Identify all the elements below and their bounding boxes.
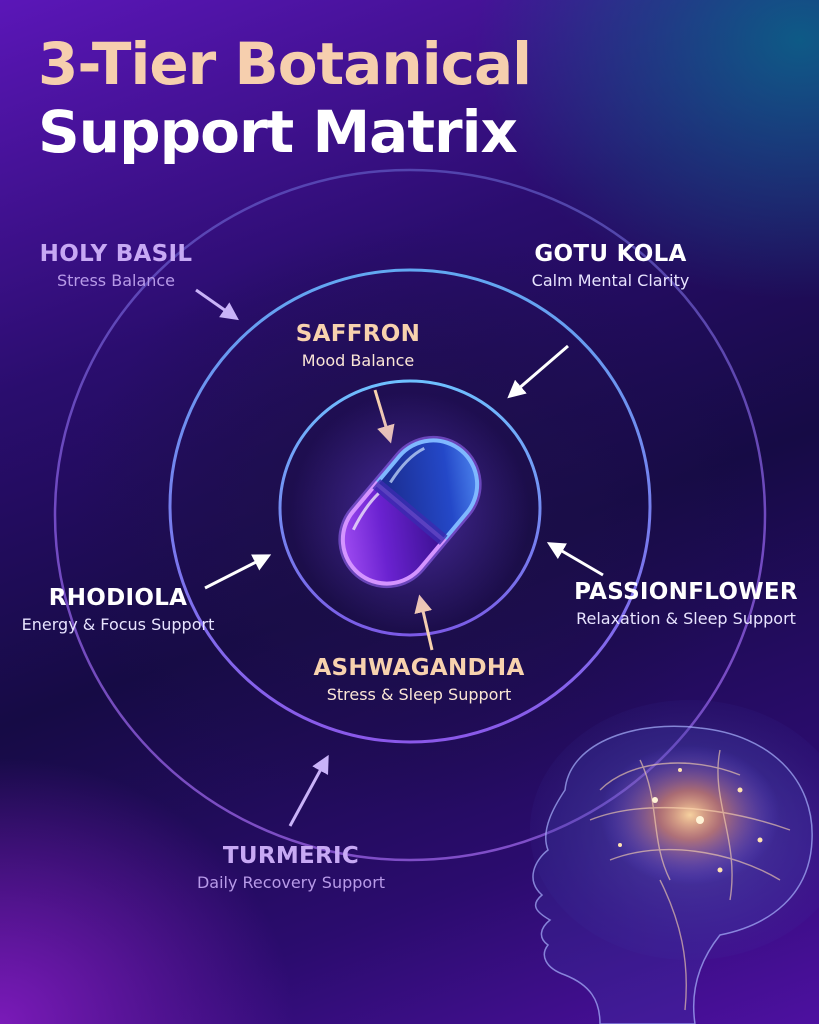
- ingredient-benefit: Stress & Sleep Support: [326, 685, 512, 704]
- ingredient-benefit: Daily Recovery Support: [196, 873, 386, 892]
- arrow-icon: [204, 554, 272, 590]
- inner-ring: [278, 379, 542, 637]
- page-title: 3-Tier Botanical Support Matrix: [38, 30, 532, 166]
- capsule-icon: [290, 392, 530, 632]
- ingredient-benefit: Energy & Focus Support: [21, 615, 215, 634]
- ingredient-name: GOTU KOLA: [534, 241, 687, 267]
- ingredient-name: PASSIONFLOWER: [574, 579, 798, 605]
- outer-ring: [53, 168, 767, 862]
- ingredient-saffron: SAFFRON Mood Balance: [278, 320, 438, 372]
- ingredient-benefit: Stress Balance: [56, 271, 176, 290]
- ingredient-ashwagandha: ASHWAGANDHA Stress & Sleep Support: [296, 654, 542, 706]
- ingredient-rhodiola: RHODIOLA Energy & Focus Support: [4, 584, 232, 636]
- ingredient-name: SAFFRON: [295, 321, 421, 347]
- ingredient-name: ASHWAGANDHA: [313, 655, 525, 681]
- ingredient-name: TURMERIC: [222, 843, 360, 869]
- ingredient-name: RHODIOLA: [48, 585, 188, 611]
- ingredient-name: HOLY BASIL: [39, 241, 193, 267]
- arrow-icon: [507, 344, 569, 399]
- arrow-icon: [288, 754, 329, 827]
- ingredient-turmeric: TURMERIC Daily Recovery Support: [176, 842, 406, 894]
- ingredient-benefit: Relaxation & Sleep Support: [576, 609, 796, 628]
- ingredient-benefit: Calm Mental Clarity: [531, 271, 690, 290]
- middle-ring: [168, 268, 652, 744]
- brain-icon: [530, 700, 819, 1024]
- ingredient-gotu-kola: GOTU KOLA Calm Mental Clarity: [508, 240, 713, 292]
- title-line-2: Support Matrix: [38, 98, 518, 166]
- ingredient-holy-basil: HOLY BASIL Stress Balance: [36, 240, 196, 292]
- arrow-icon: [195, 288, 239, 321]
- arrow-icon: [546, 542, 604, 577]
- ingredient-passionflower: PASSIONFLOWER Relaxation & Sleep Support: [555, 578, 817, 630]
- ingredient-benefit: Mood Balance: [301, 351, 415, 370]
- title-line-1: 3-Tier Botanical: [38, 30, 532, 98]
